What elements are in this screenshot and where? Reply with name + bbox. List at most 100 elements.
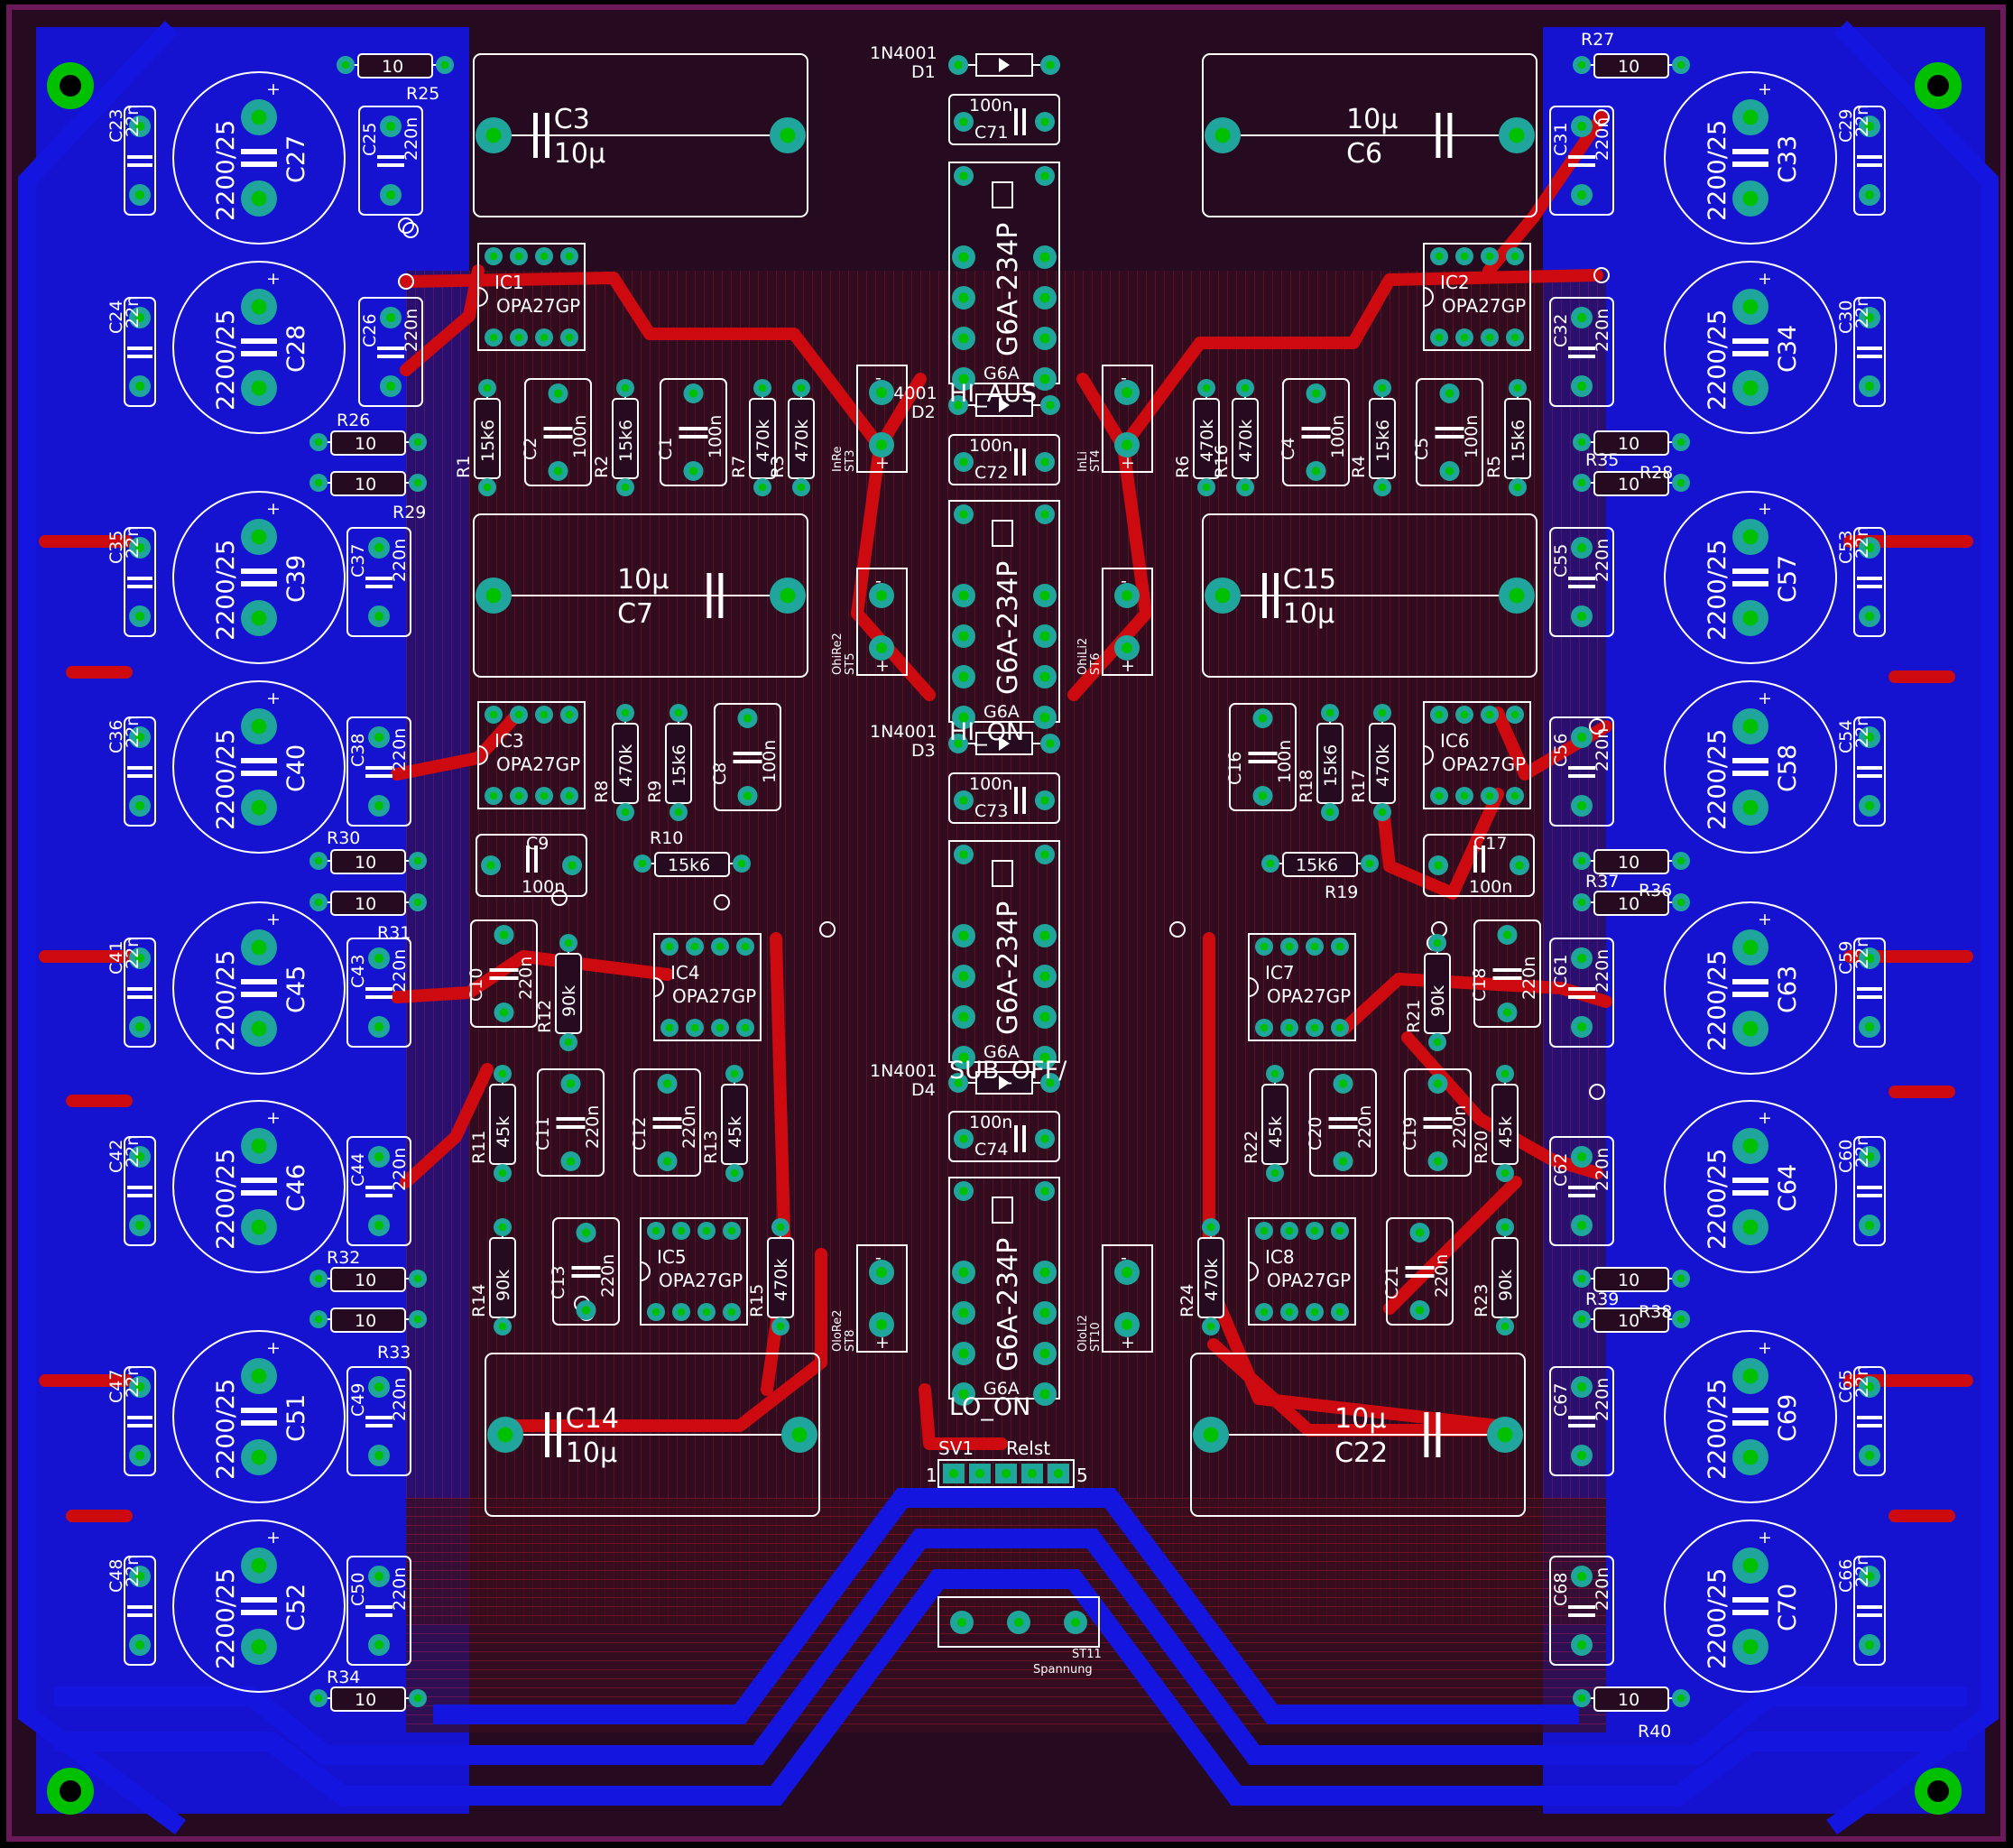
small-cap-ref: C50 (348, 1573, 368, 1606)
ic-pin-hole (702, 1307, 711, 1317)
small-cap-pad-hole (374, 611, 384, 622)
ic-pin-hole (1435, 791, 1444, 800)
relay-coil (992, 181, 1013, 208)
elco-value: 2200/25 (212, 310, 240, 411)
ic-notch (1423, 287, 1434, 307)
ic-pin-hole (1510, 710, 1519, 719)
relay-type: G6A (983, 702, 1020, 722)
elco-plate (1732, 1408, 1768, 1413)
box-cap-pad-hole (568, 861, 577, 870)
relay-pin-hole (959, 510, 968, 519)
relay-cap-pad-hole (959, 796, 968, 805)
resistor-pad-hole (564, 938, 573, 947)
resistor-pad-hole (758, 383, 767, 393)
resistor-value: 10 (355, 475, 376, 494)
ic-notch (1423, 745, 1434, 765)
small-cap-ref: C61 (1551, 955, 1571, 988)
elco-value: 2200/25 (212, 120, 240, 221)
elco-pad-hole (251, 1138, 267, 1154)
small-cap-plate (1857, 577, 1882, 580)
ic-pin-hole (1335, 1307, 1344, 1317)
relay-outline (948, 840, 1060, 1063)
resistor-pad-hole (621, 708, 630, 717)
terminal-plus: + (1121, 453, 1135, 473)
elco-plate (1732, 568, 1768, 574)
resistor-value: 470k (1197, 420, 1217, 462)
resistor-pad-hole (797, 383, 806, 393)
terminal-pin-hole (876, 1319, 887, 1330)
box-cap-outline (660, 378, 727, 486)
box-cap-ref: C10 (466, 968, 486, 1002)
resistor-value: 470k (1236, 420, 1256, 462)
film-cap-plate (1436, 1412, 1441, 1457)
terminal-name: InRe (831, 446, 845, 472)
terminal-pin-hole (876, 439, 887, 450)
elco-plus: + (266, 79, 281, 99)
elco-pad-hole (1742, 718, 1759, 735)
resistor-value: 10 (1618, 894, 1639, 914)
relay-pin-hole (958, 292, 969, 303)
box-cap-ref: C20 (1306, 1117, 1325, 1150)
small-cap-plate (365, 1186, 392, 1189)
relay-pin-hole (958, 374, 969, 384)
small-cap-pad-hole (1864, 1151, 1875, 1162)
small-cap-plate (1857, 1186, 1882, 1189)
terminal-name: OloLi2 (1076, 1315, 1090, 1352)
resistor-value: 15k6 (1373, 420, 1393, 462)
elco-ref: C69 (1774, 1394, 1802, 1442)
box-cap-outline (714, 703, 781, 811)
small-cap-ref: C29 (1836, 109, 1856, 143)
relay-pin-hole (1039, 1389, 1050, 1400)
ic-pin-hole (489, 710, 498, 719)
small-cap-pad-hole (134, 542, 145, 553)
box-cap-pad-hole (566, 1079, 576, 1088)
resistor-pad-hole (314, 898, 323, 907)
small-cap-ref: C47 (106, 1370, 126, 1403)
elco-pad-hole (251, 1021, 267, 1037)
small-cap-ref: C56 (1551, 734, 1571, 767)
terminal-minus: - (875, 571, 882, 591)
elco-plate (1732, 338, 1768, 344)
relay-cap-pad-hole (959, 117, 968, 126)
elco-plate (1732, 1178, 1768, 1183)
small-cap-plate (127, 766, 152, 770)
relay-pin-hole (959, 1187, 968, 1196)
resistor-pad-hole (1325, 708, 1334, 717)
elco-pad-hole (251, 1449, 267, 1465)
relay-pin-hole (1039, 1348, 1050, 1359)
relay-cap-ref: C71 (974, 123, 1008, 143)
small-cap-pad-hole (134, 312, 145, 323)
resistor-ref: R27 (1581, 30, 1614, 50)
resistor-pad-hole (1577, 856, 1586, 865)
box-cap-pad-hole (499, 1008, 509, 1017)
resistor-pad-hole (1577, 898, 1586, 907)
resistor-ref: R14 (469, 1284, 489, 1317)
small-cap-pad-hole (1864, 1640, 1875, 1650)
elco-plate (241, 979, 277, 984)
film-cap-plate (1274, 573, 1279, 618)
small-cap-value: 220n (1593, 117, 1612, 161)
film-cap-pad-hole (1214, 127, 1231, 143)
ic-pin-hole (1335, 1226, 1344, 1235)
terminal-pin-hole (876, 590, 887, 601)
elco-pad-hole (251, 109, 267, 125)
small-cap-outline (1853, 938, 1886, 1048)
resistor-body (654, 852, 730, 877)
resistor-value: 15k6 (478, 420, 498, 462)
ic-value: OPA27GP (1442, 295, 1526, 317)
small-cap-value: 22n (1852, 1135, 1872, 1168)
box-cap-plate (1435, 435, 1464, 439)
ic-pin-hole (702, 1226, 711, 1235)
box-cap-plate (733, 760, 762, 763)
relay-cap-plate (1022, 1125, 1026, 1152)
relay-pin-hole (958, 590, 969, 601)
elco-pad-hole (1742, 1557, 1759, 1574)
elco-outline (172, 1520, 346, 1693)
elco-outline (172, 680, 346, 854)
small-cap-plate (365, 1424, 392, 1428)
terminal-minus: - (1121, 1248, 1127, 1268)
small-cap-plate (127, 1416, 152, 1419)
box-cap-ref: C16 (1225, 752, 1245, 785)
small-cap-value: 22n (123, 1555, 143, 1587)
